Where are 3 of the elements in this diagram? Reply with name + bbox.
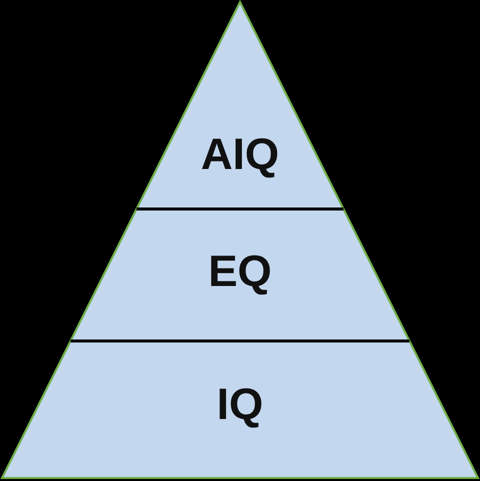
tier-label: EQ [208,246,272,298]
tier-label: AIQ [200,129,280,181]
tier-label: IQ [216,379,264,431]
